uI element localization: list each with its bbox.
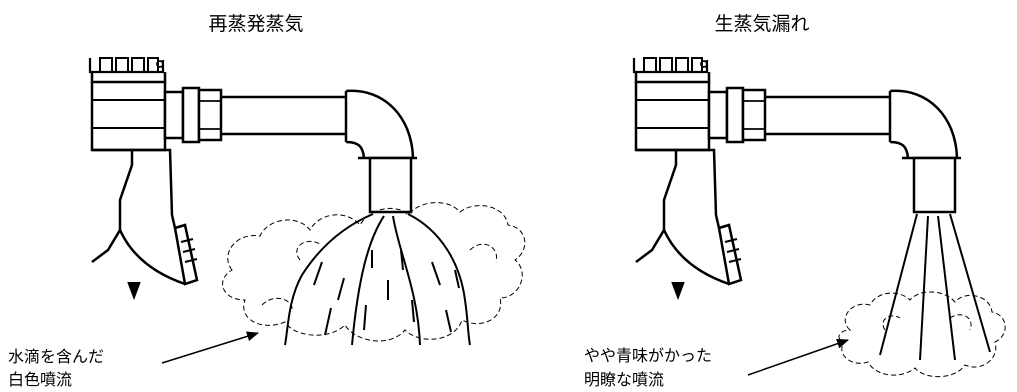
left-annotation-arrow [161, 331, 259, 364]
left-steam-jet [284, 213, 471, 346]
right-annotation-line1: やや青味がかった [584, 346, 712, 365]
right-steam-cloud [838, 291, 1006, 378]
right-panel-title: 生蒸気漏れ [714, 13, 809, 35]
left-annotation-line1: 水滴を含んだ [8, 347, 104, 366]
left-steam-cloud [222, 202, 526, 342]
left-panel-title: 再蒸発蒸気 [208, 13, 303, 35]
right-steam-trap-and-pipe [632, 56, 963, 300]
right-annotation-line2: 明瞭な噴流 [584, 370, 664, 389]
right-steam-jet [879, 213, 991, 361]
right-annotation-arrow [747, 338, 849, 376]
left-steam-trap-and-pipe [88, 56, 419, 300]
left-annotation-line2: 白色噴流 [8, 370, 72, 389]
